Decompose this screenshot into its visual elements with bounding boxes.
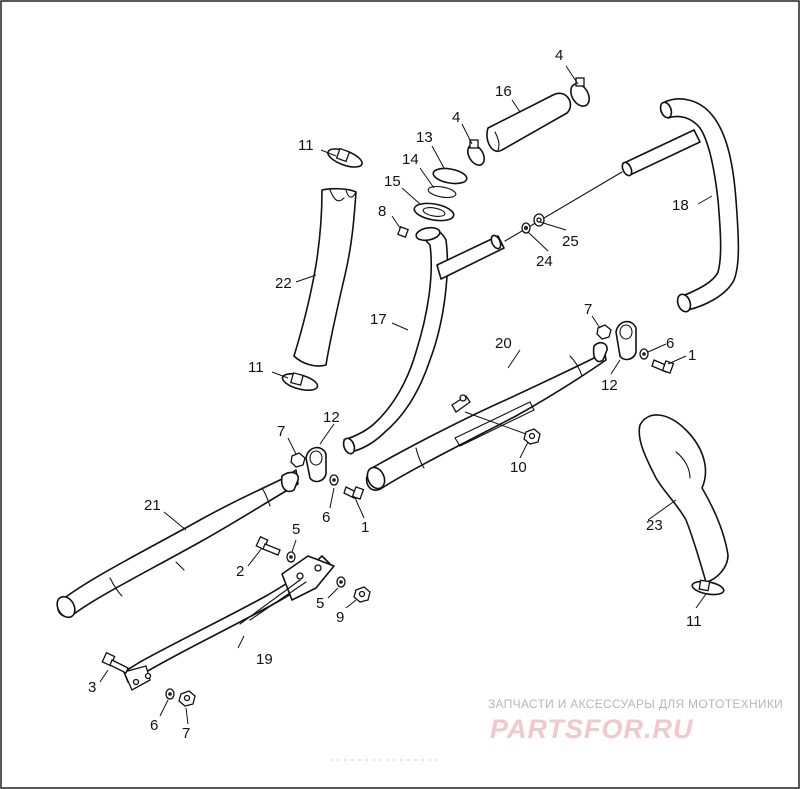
callout-5-lower: 5 [316,595,324,612]
callout-7-bottom: 7 [182,725,190,742]
callout-17: 17 [370,311,387,328]
callout-10: 10 [510,459,527,476]
clamp-12-right [615,320,637,361]
callout-12-left: 12 [323,409,340,426]
watermark-tagline: ЗАПЧАСТИ И АКСЕССУАРЫ ДЛЯ МОТОТЕХНИКИ [488,697,783,711]
callout-25: 25 [562,233,579,250]
part-22-front-heat-shield [293,187,357,367]
callout-14: 14 [402,151,419,168]
flange-15 [413,202,455,222]
part-17-front-header-pipe [342,226,505,455]
callout-7-right: 7 [584,301,592,318]
nut-7-right [596,324,612,340]
clamp-11-top [327,147,363,168]
callout-4-top: 4 [555,47,563,64]
clamp-12-left [305,446,327,483]
callout-13: 13 [416,129,433,146]
callout-18: 18 [672,197,689,214]
callout-labels: 4 16 4 13 14 15 8 11 22 11 17 18 25 24 7… [88,47,702,742]
callout-6-left: 6 [322,509,330,526]
callout-16: 16 [495,83,512,100]
callout-9: 9 [336,609,344,626]
callout-19: 19 [256,651,273,668]
callout-7-left: 7 [277,423,285,440]
watermark-logo: PARTSFOR.RU [490,714,694,744]
bolt-2 [255,535,281,556]
washer-5-lower [336,576,346,588]
callout-6-right: 6 [666,335,674,352]
bolt-1-right [651,359,675,374]
clamp-4-upper [570,77,590,107]
callout-21: 21 [144,497,161,514]
leader-lines [99,65,713,725]
callout-22: 22 [275,275,292,292]
nut-9 [353,586,371,603]
retaining-ring-14 [427,185,457,199]
nut-8 [397,226,409,238]
clamp-11-middle [281,372,319,392]
part-21-front-muffler [56,469,300,619]
part-23-rear-heat-shield [638,414,729,583]
callout-15: 15 [384,173,401,190]
callout-2: 2 [236,563,244,580]
part-20-rear-muffler [365,341,608,491]
callout-24: 24 [536,253,553,270]
callout-20: 20 [495,335,512,352]
callout-1-left: 1 [361,519,369,536]
gasket-13 [432,167,468,185]
callout-12-right: 12 [601,377,618,394]
callout-6-bottom: 6 [150,717,158,734]
washer-6-left [329,474,339,486]
bolt-1-left [343,486,365,500]
callout-11-middle: 11 [248,359,264,376]
nut-7-bottom [178,690,196,707]
callout-8: 8 [378,203,386,220]
callout-23: 23 [646,517,663,534]
part-18-rear-header-pipe [621,98,740,313]
nut-7-left [290,452,306,468]
washer-5-upper [286,551,296,563]
callout-5-upper: 5 [292,521,300,538]
washer-25 [533,213,545,227]
clamp-11-bottom [691,579,725,596]
clamp-4-lower [467,139,485,166]
washer-6-right [639,348,649,360]
callout-1-right: 1 [688,347,696,364]
callout-11-bottom: 11 [686,613,702,630]
part-16-heat-shield [486,92,572,153]
bolt-3 [101,651,129,674]
washer-24 [521,222,531,234]
callout-11-top: 11 [298,137,314,154]
part-19-mount-bracket [123,555,335,691]
nut-10 [523,428,541,445]
callout-3: 3 [88,679,96,696]
watermark: ЗАПЧАСТИ И АКСЕССУАРЫ ДЛЯ МОТОТЕХНИКИ PA… [488,697,783,744]
washer-6-bottom [165,688,175,700]
callout-4-lower: 4 [452,109,460,126]
